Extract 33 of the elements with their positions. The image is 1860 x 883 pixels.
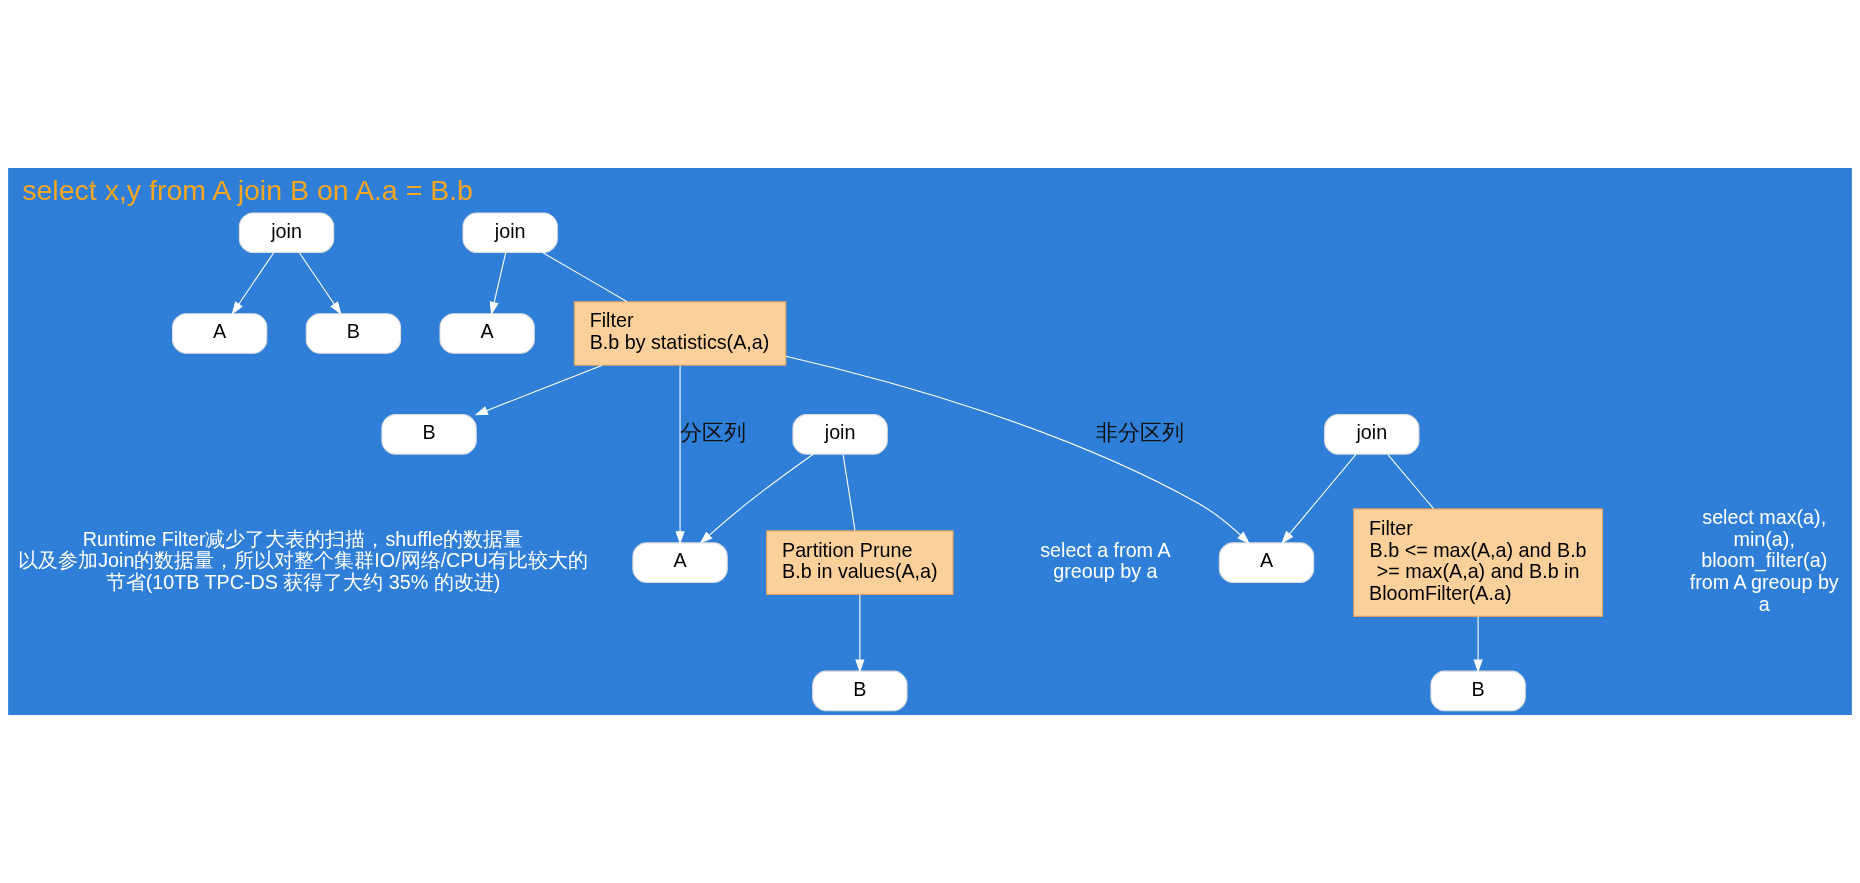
- label: select max(a), min(a), bloom_filter(a) from A greoup by a: [1689, 505, 1839, 616]
- arrow: [298, 252, 342, 315]
- edge-label: 非分区列: [1096, 419, 1185, 445]
- node-box: B: [812, 670, 908, 712]
- arrow: [785, 355, 1250, 544]
- node-box: Filter B.b by statistics(A,a): [573, 301, 787, 366]
- node-box: B: [1430, 670, 1526, 712]
- arrow: [675, 365, 685, 545]
- connector: [541, 252, 628, 303]
- node-box: B: [381, 414, 477, 455]
- connector: [1387, 454, 1435, 510]
- node-box: join: [1324, 414, 1420, 455]
- arrow: [699, 453, 814, 544]
- label: select a from A greoup by a: [1040, 538, 1171, 583]
- node-box: join: [238, 212, 335, 253]
- arrow: [489, 252, 507, 316]
- node-box: join: [792, 414, 888, 455]
- arrow: [231, 252, 275, 315]
- node-box: A: [632, 542, 728, 583]
- node-box: join: [462, 212, 558, 253]
- node-box: A: [1218, 542, 1315, 583]
- label: Runtime Filter减少了大表的扫描，shuffle的数据量以及参加Join的数据量，所以对整个集群IO/网络/CPU有比较大的节省(10TB TPC-DS 获得了大约 35% 的改进): [18, 527, 588, 594]
- arrow: [1281, 454, 1357, 544]
- diagram-title: select x,y from A join B on A.a = B.b: [22, 173, 473, 206]
- arrow: [474, 364, 603, 416]
- connector: [842, 454, 856, 531]
- node-box: Filter B.b <= max(A,a) and B.b >= max(A,a) and B.b in BloomFilter(A.a): [1353, 508, 1604, 617]
- node-box: A: [439, 313, 535, 354]
- node-box: A: [172, 313, 268, 354]
- arrow: [1473, 615, 1483, 673]
- node-box: B: [305, 313, 402, 354]
- arrow: [855, 594, 865, 673]
- node-box: Partition Prune B.b in values(A,a): [766, 530, 954, 595]
